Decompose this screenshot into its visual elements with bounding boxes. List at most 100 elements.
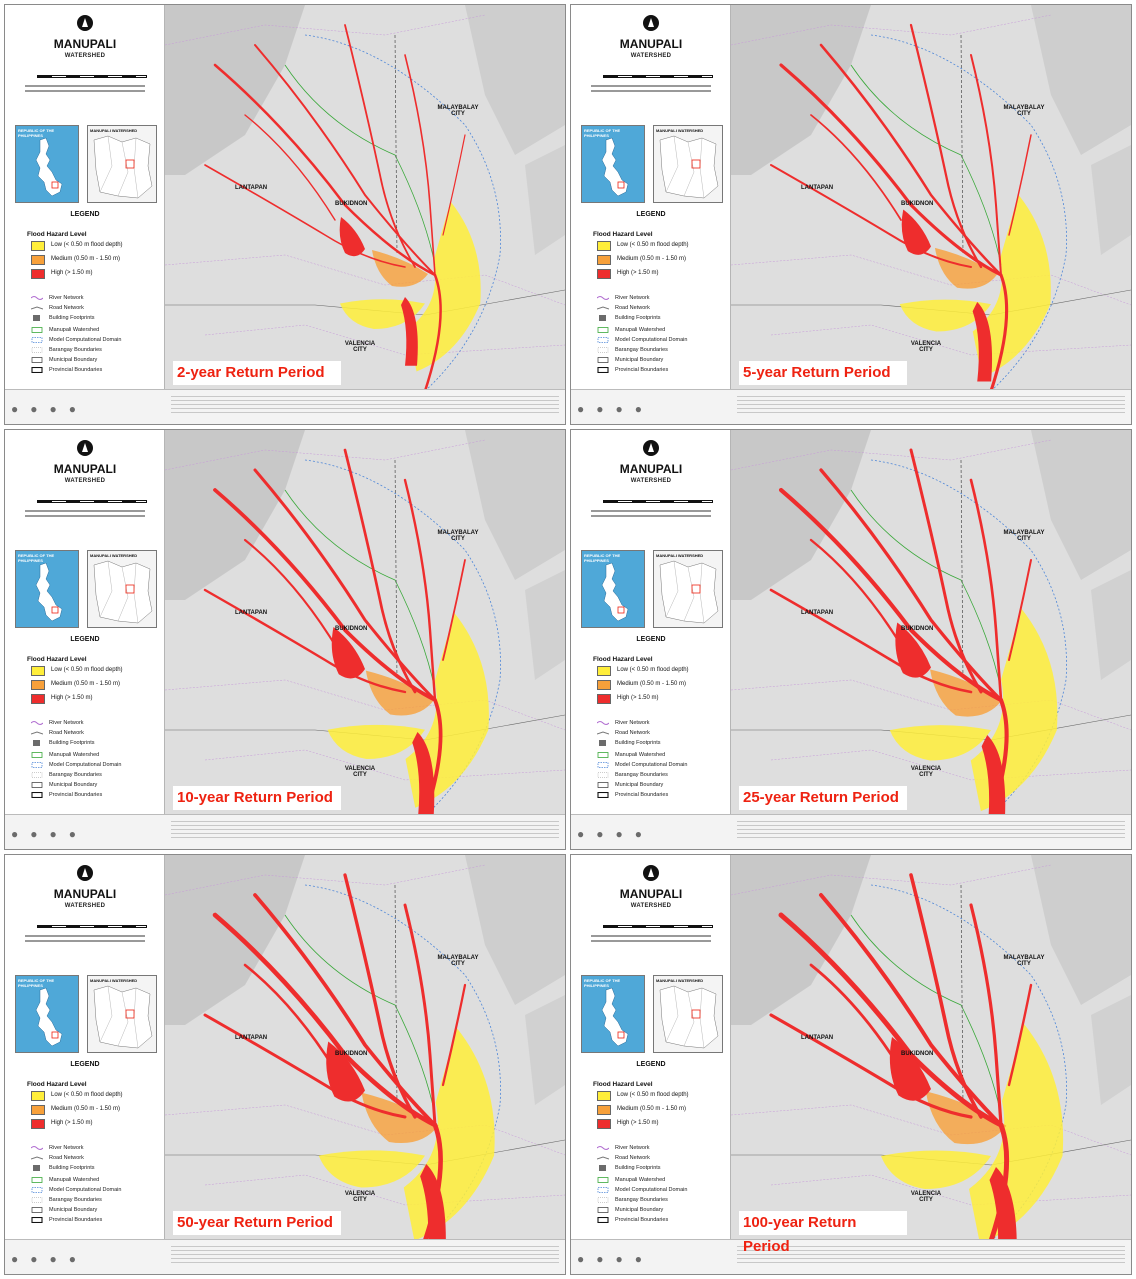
map-sidebar: MANUPALI WATERSHED REPUBLIC OF THE PHILI… bbox=[5, 430, 165, 849]
hazard-medium-label: Medium (0.50 m - 1.50 m) bbox=[51, 256, 121, 262]
place-malaybalay: MALAYBALAY CITY bbox=[437, 105, 479, 117]
legend-heading: LEGEND bbox=[70, 636, 100, 643]
flood-map-grid: MANUPALI WATERSHED REPUBLIC OF THE PHILI… bbox=[4, 4, 1132, 1275]
place-bukidnon: BUKIDNON bbox=[335, 1051, 368, 1057]
hazard-heading: Flood Hazard Level bbox=[27, 1081, 87, 1088]
map-title: MANUPALI bbox=[619, 37, 683, 51]
philippines-inset-map: REPUBLIC OF THE PHILIPPINES bbox=[581, 550, 645, 628]
agency-logos-icon: ●●●● bbox=[577, 1252, 654, 1266]
return-period-label: 50-year Return Period bbox=[173, 1211, 341, 1235]
legend-municipal-label: Municipal Boundary bbox=[615, 782, 664, 788]
inset-watershed-label: MANUPALI WATERSHED bbox=[656, 553, 704, 558]
watershed-inset-map: MANUPALI WATERSHED bbox=[653, 125, 723, 203]
footer-disclaimer bbox=[171, 396, 559, 416]
flood-hazard-map-canvas bbox=[165, 430, 565, 816]
watershed-boundary-icon bbox=[597, 1177, 609, 1183]
return-period-label: 5-year Return Period bbox=[739, 361, 907, 385]
legend-river-label: River Network bbox=[615, 720, 650, 726]
watershed-inset-map: MANUPALI WATERSHED bbox=[87, 550, 157, 628]
footer-disclaimer bbox=[171, 1246, 559, 1266]
return-period-label: 25-year Return Period bbox=[739, 786, 907, 810]
place-bukidnon: BUKIDNON bbox=[901, 1051, 934, 1057]
legend-watershed-label: Manupali Watershed bbox=[49, 1177, 100, 1183]
road-line-icon bbox=[31, 306, 43, 310]
place-malaybalay: MALAYBALAY CITY bbox=[1003, 530, 1045, 542]
legend-municipal-label: Municipal Boundary bbox=[615, 1207, 664, 1213]
philippines-inset-map: REPUBLIC OF THE PHILIPPINES bbox=[581, 975, 645, 1053]
hazard-high-label: High (> 1.50 m) bbox=[51, 270, 93, 276]
swatch-high bbox=[31, 694, 45, 704]
legend-building-label: Building Footprints bbox=[615, 315, 661, 321]
legend-building-label: Building Footprints bbox=[615, 740, 661, 746]
place-lantapan: LANTAPAN bbox=[801, 610, 834, 616]
flood-map-panel-2: MANUPALI WATERSHED REPUBLIC OF THE PHILI… bbox=[570, 4, 1132, 425]
projection-note-line bbox=[25, 940, 145, 942]
swatch-low bbox=[31, 241, 45, 251]
flood-hazard-map-canvas bbox=[731, 430, 1131, 816]
municipal-boundary bbox=[394, 884, 398, 1106]
philippines-shape-icon bbox=[35, 137, 63, 197]
map-footer: ●●●● bbox=[5, 389, 565, 424]
mountain-shade bbox=[525, 995, 565, 1105]
medium-hazard-zone bbox=[934, 247, 998, 289]
flood-map-panel-3: MANUPALI WATERSHED REPUBLIC OF THE PHILI… bbox=[4, 429, 566, 850]
river-network bbox=[203, 448, 466, 816]
barangay-boundary-icon bbox=[597, 1197, 609, 1203]
high-hazard-zone bbox=[901, 209, 993, 382]
swatch-low bbox=[597, 1091, 611, 1101]
hazard-heading: Flood Hazard Level bbox=[593, 1081, 653, 1088]
medium-hazard-zone bbox=[925, 1091, 1007, 1145]
provincial-boundary-icon bbox=[597, 1217, 609, 1223]
road-line-icon bbox=[597, 1156, 609, 1160]
map-sidebar: MANUPALI WATERSHED REPUBLIC OF THE PHILI… bbox=[571, 5, 731, 424]
place-valencia: VALENCIA CITY bbox=[910, 766, 942, 778]
swatch-medium bbox=[597, 1105, 611, 1115]
hazard-medium-label: Medium (0.50 m - 1.50 m) bbox=[617, 256, 687, 262]
municipal-boundary-icon bbox=[31, 782, 43, 788]
municipal-boundary bbox=[960, 459, 964, 681]
river-network bbox=[204, 24, 466, 391]
projection-note-line bbox=[591, 935, 711, 937]
watershed-locator-icon bbox=[659, 985, 719, 1049]
medium-hazard-zone bbox=[930, 669, 1002, 717]
legend-municipal-label: Municipal Boundary bbox=[49, 357, 98, 363]
watershed-boundary bbox=[284, 489, 436, 691]
philippines-shape-icon bbox=[601, 562, 629, 622]
road-line-icon bbox=[31, 1156, 43, 1160]
domain-boundary-icon bbox=[597, 337, 609, 343]
legend-barangay-label: Barangay Boundaries bbox=[615, 772, 668, 778]
building-square-icon bbox=[599, 740, 606, 746]
return-period-label: 100-year Return Period bbox=[739, 1211, 907, 1255]
inset-philippines-label: REPUBLIC OF THE PHILIPPINES bbox=[584, 128, 621, 138]
provincial-boundary-icon bbox=[597, 792, 609, 798]
river-line-icon bbox=[31, 1146, 43, 1150]
river-network bbox=[203, 873, 467, 1241]
place-lantapan: LANTAPAN bbox=[801, 185, 834, 191]
mountain-shade bbox=[1091, 145, 1131, 255]
watershed-boundary-icon bbox=[31, 1177, 43, 1183]
map-title: MANUPALI bbox=[53, 887, 117, 901]
swatch-high bbox=[31, 269, 45, 279]
provincial-boundary-icon bbox=[597, 367, 609, 373]
projection-note-line bbox=[591, 940, 711, 942]
map-subtitle: WATERSHED bbox=[630, 478, 672, 484]
flood-hazard-map: LANTAPAN BUKIDNON MALAYBALAY CITY VALENC… bbox=[165, 855, 565, 1241]
flood-map-panel-5: MANUPALI WATERSHED REPUBLIC OF THE PHILI… bbox=[4, 854, 566, 1275]
legend-barangay-label: Barangay Boundaries bbox=[49, 772, 102, 778]
hazard-high-label: High (> 1.50 m) bbox=[617, 1120, 659, 1126]
agency-logos-icon: ●●●● bbox=[11, 827, 88, 841]
footer-disclaimer bbox=[737, 821, 1125, 841]
watershed-boundary bbox=[284, 64, 436, 266]
municipal-boundary bbox=[960, 34, 964, 256]
watershed-boundary-icon bbox=[31, 327, 43, 333]
place-lantapan: LANTAPAN bbox=[235, 1035, 268, 1041]
river-line-icon bbox=[597, 1146, 609, 1150]
philippines-inset-map: REPUBLIC OF THE PHILIPPINES bbox=[15, 975, 79, 1053]
watershed-locator-icon bbox=[93, 560, 153, 624]
place-bukidnon: BUKIDNON bbox=[335, 626, 368, 632]
hazard-high-label: High (> 1.50 m) bbox=[51, 695, 93, 701]
swatch-high bbox=[31, 1119, 45, 1129]
legend-building-label: Building Footprints bbox=[49, 1165, 95, 1171]
barangay-boundaries bbox=[165, 14, 565, 356]
mountain-shade bbox=[1031, 855, 1131, 1005]
